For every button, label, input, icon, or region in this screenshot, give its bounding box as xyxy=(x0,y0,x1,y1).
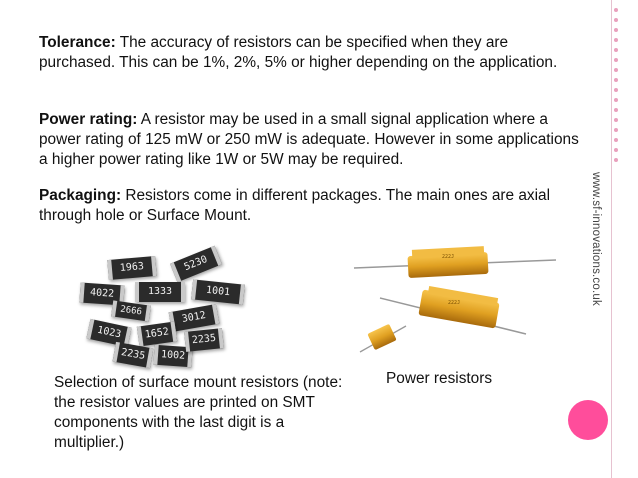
packaging-paragraph: Packaging: Resistors come in different p… xyxy=(39,186,579,226)
power-rating-heading: Power rating: xyxy=(39,111,138,128)
power-resistor-large-top: 222J xyxy=(353,246,557,278)
packaging-text: Resistors come in different packages. Th… xyxy=(39,187,550,224)
smt-chip: 2235 xyxy=(184,328,224,352)
smt-chip: 5230 xyxy=(170,245,222,283)
power-resistor-small xyxy=(359,324,407,353)
power-resistors-caption: Power resistors xyxy=(386,370,493,387)
smt-chip: 3012 xyxy=(168,303,220,333)
smt-chip: 2235 xyxy=(112,341,154,369)
smt-caption: Selection of surface mount resistors (no… xyxy=(54,374,343,451)
resistor-marking: 222J xyxy=(448,300,460,306)
tolerance-text: The accuracy of resistors can be specifi… xyxy=(39,34,558,71)
power-rating-paragraph: Power rating: A resistor may be used in … xyxy=(39,110,579,170)
tolerance-heading: Tolerance: xyxy=(39,34,116,51)
smt-chip: 1333 xyxy=(135,282,185,302)
website-url: www.sf-innovations.co.uk xyxy=(590,172,602,306)
power-resistors-image: 222J 222J xyxy=(353,246,557,353)
power-resistor-large-bottom: 222J xyxy=(379,285,527,335)
smt-chip: 1652 xyxy=(136,321,178,347)
power-rating-text: A resistor may be used in a small signal… xyxy=(39,111,579,168)
packaging-heading: Packaging: xyxy=(39,187,122,204)
smt-chip: 1963 xyxy=(107,255,157,281)
resistor-marking: 222J xyxy=(442,254,454,260)
tolerance-paragraph: Tolerance: The accuracy of resistors can… xyxy=(39,33,579,73)
pink-circle-decoration xyxy=(568,400,608,440)
right-decorative-bar xyxy=(611,0,638,478)
smt-chip: 1001 xyxy=(191,279,245,305)
smt-chip: 2666 xyxy=(111,300,151,322)
